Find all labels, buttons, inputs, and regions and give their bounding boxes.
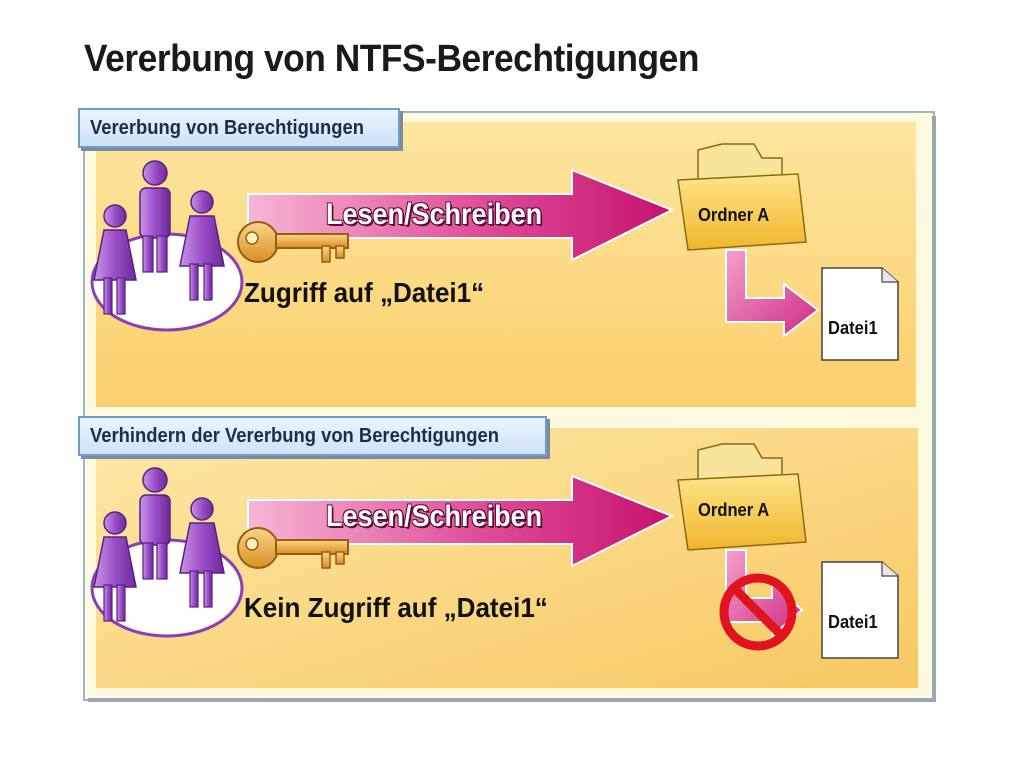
page-title: Vererbung von NTFS-Berechtigungen [84,38,699,80]
users-group-icon-top [93,160,225,315]
users-group-icon-bottom [93,467,225,622]
key-icon-bottom [237,527,349,569]
key-icon-top [237,221,349,263]
folder-icon-bottom [677,443,807,551]
access-text-top: Zugriff auf „Datei1“ [244,277,485,308]
section-label-prevent-inheritance: Verhindern der Vererbung von Berechtigun… [78,416,547,456]
arrow-label-bottom: Lesen/Schreiben [326,500,543,533]
file-label-bottom: Datei1 [828,612,878,632]
prohibited-icon [719,573,797,651]
folder-label-top: Ordner A [698,205,770,225]
folder-icon-top [677,143,807,251]
access-text-bottom: Kein Zugriff auf „Datei1“ [244,592,548,623]
folder-label-bottom: Ordner A [698,500,770,520]
file-label-top: Datei1 [828,318,878,338]
file-icon-top [821,267,899,361]
arrow-label-top: Lesen/Schreiben [326,198,543,231]
file-icon-bottom [821,561,899,659]
section-label-inheritance: Vererbung von Berechtigungen [78,108,400,148]
diagram-canvas [83,111,936,702]
inherit-arrow-top [725,249,820,339]
